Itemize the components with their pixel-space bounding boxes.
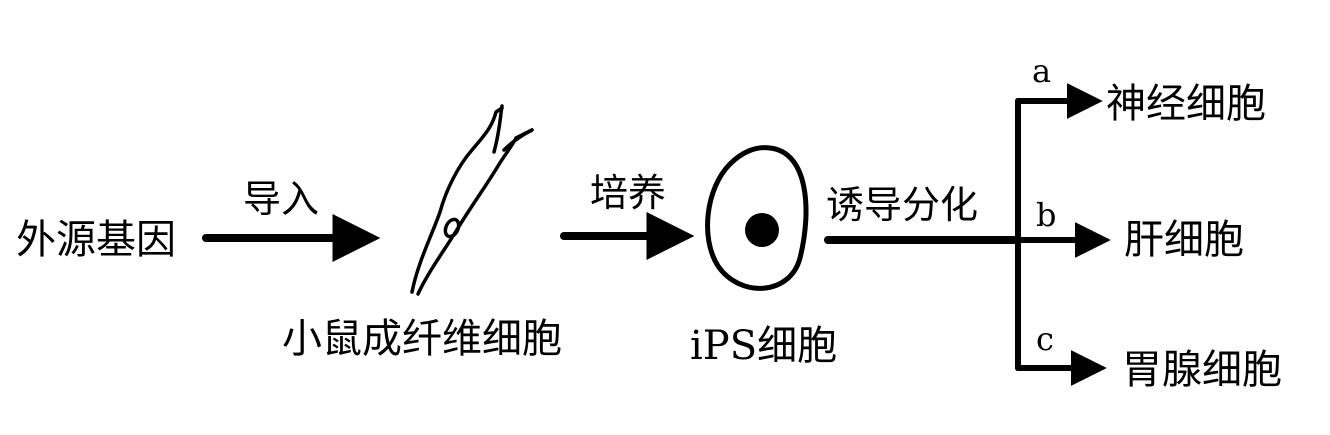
ips-cell-label: iPS细胞 bbox=[690, 323, 837, 369]
induce-differentiation-label: 诱导分化 bbox=[826, 183, 978, 227]
gastric-gland-cell-label: 胃腺细胞 bbox=[1122, 347, 1282, 393]
ips-cell-drawing bbox=[705, 145, 809, 291]
neuron-label: 神经细胞 bbox=[1106, 81, 1266, 127]
branch-a-label: a bbox=[1032, 52, 1051, 90]
fibroblast-cell-drawing bbox=[410, 104, 534, 296]
culture-step-label: 培养 bbox=[590, 171, 666, 215]
import-step-label: 导入 bbox=[243, 177, 319, 221]
differentiation-branches bbox=[824, 83, 1111, 386]
fibroblast-label: 小鼠成纤维细胞 bbox=[282, 316, 562, 362]
branch-c-label: c bbox=[1036, 320, 1054, 358]
liver-cell-label: 肝细胞 bbox=[1124, 217, 1244, 263]
ips-nucleus bbox=[745, 213, 779, 247]
source-gene-label: 外源基因 bbox=[16, 217, 176, 263]
branch-b-label: b bbox=[1036, 196, 1056, 234]
